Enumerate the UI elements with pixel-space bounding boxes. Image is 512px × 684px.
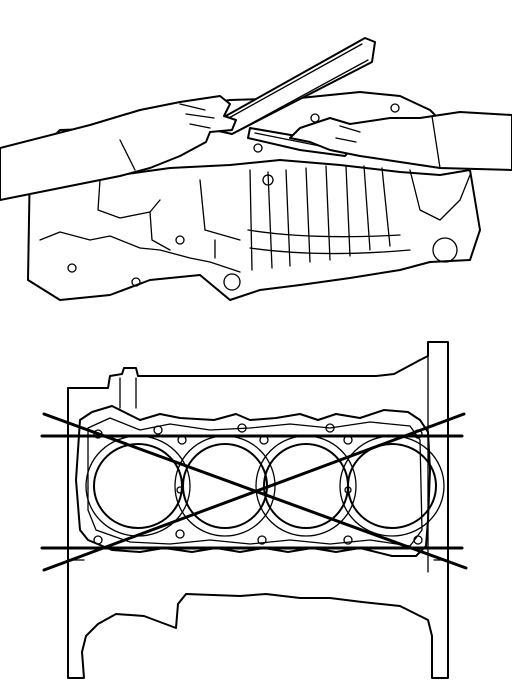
- bolt-hole: [390, 103, 400, 113]
- block-outline: [67, 341, 449, 679]
- bolt-hole: [67, 263, 77, 273]
- bolt-hole: [131, 277, 141, 287]
- block-deck-top-view: [40, 341, 468, 679]
- bolt-hole: [175, 235, 185, 245]
- bolt-hole: [310, 113, 320, 123]
- bolt-hole: [223, 273, 241, 291]
- deck-holes: [93, 423, 423, 545]
- left-hand: [0, 95, 237, 201]
- measurement-lines: [40, 412, 468, 572]
- bolt-hole: [432, 237, 458, 263]
- right-hand: [289, 111, 512, 171]
- engine-block-perspective: [27, 91, 481, 301]
- straightedge: [213, 37, 376, 135]
- bolt-hole: [253, 143, 263, 153]
- straightedge-measurement-illustration: [0, 37, 512, 301]
- measure-line-diagonal-b: [42, 412, 466, 572]
